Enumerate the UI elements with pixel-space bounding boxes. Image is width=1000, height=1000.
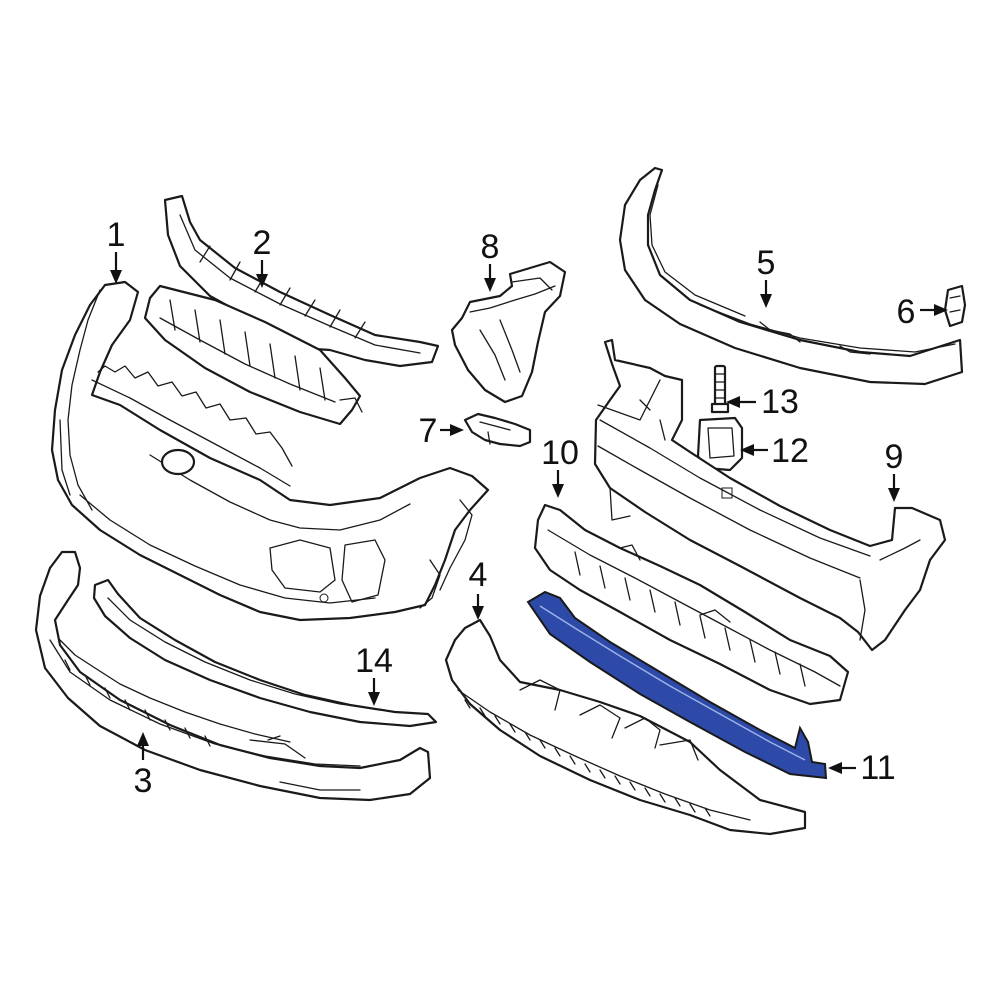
callout-label-6: 6	[897, 293, 916, 331]
part-10-energy-absorber[interactable]	[533, 503, 850, 706]
callout-3: 3	[134, 732, 153, 800]
part-3-lower-spoiler[interactable]	[34, 550, 432, 802]
callout-label-10: 10	[541, 434, 579, 472]
callout-13: 13	[726, 383, 799, 421]
part-4-undershield[interactable]	[444, 618, 807, 836]
callout-label-7: 7	[419, 412, 438, 450]
callout-label-11: 11	[860, 749, 895, 787]
callout-label-8: 8	[481, 228, 500, 266]
callout-2: 2	[253, 224, 272, 288]
callout-11: 11	[828, 749, 896, 787]
part-14-trim-strip[interactable]	[92, 578, 438, 728]
callout-10: 10	[541, 434, 579, 498]
callout-label-9: 9	[885, 438, 904, 476]
part-7-small-bracket[interactable]	[463, 412, 532, 448]
part-5-upper-trim[interactable]	[618, 166, 964, 386]
part-6-clip[interactable]	[943, 284, 967, 328]
part-12-sensor-bracket[interactable]	[696, 416, 744, 472]
callout-8: 8	[481, 228, 500, 292]
callout-label-3: 3	[134, 762, 153, 800]
callout-5: 5	[757, 244, 776, 308]
callout-label-14: 14	[355, 642, 393, 680]
callout-14: 14	[355, 642, 393, 706]
callout-label-1: 1	[107, 216, 126, 254]
part-8-side-bracket[interactable]	[450, 260, 567, 404]
callout-label-12: 12	[771, 432, 809, 470]
callout-label-4: 4	[469, 556, 488, 594]
part-11-lower-reinforcement[interactable]	[526, 590, 828, 780]
part-13-bolt[interactable]	[710, 364, 730, 414]
callout-6: 6	[897, 293, 948, 331]
callout-7: 7	[419, 412, 464, 450]
callout-label-13: 13	[761, 383, 799, 421]
callout-label-5: 5	[757, 244, 776, 282]
callout-1: 1	[107, 216, 126, 284]
part-9-reinforcement-bar[interactable]	[593, 338, 947, 652]
callout-12: 12	[740, 432, 809, 470]
part-2-grille-bracket[interactable]	[143, 194, 440, 426]
part-1-bumper-cover[interactable]	[50, 280, 490, 622]
callout-4: 4	[469, 556, 488, 620]
callout-label-2: 2	[253, 224, 272, 262]
callout-9: 9	[885, 438, 904, 502]
